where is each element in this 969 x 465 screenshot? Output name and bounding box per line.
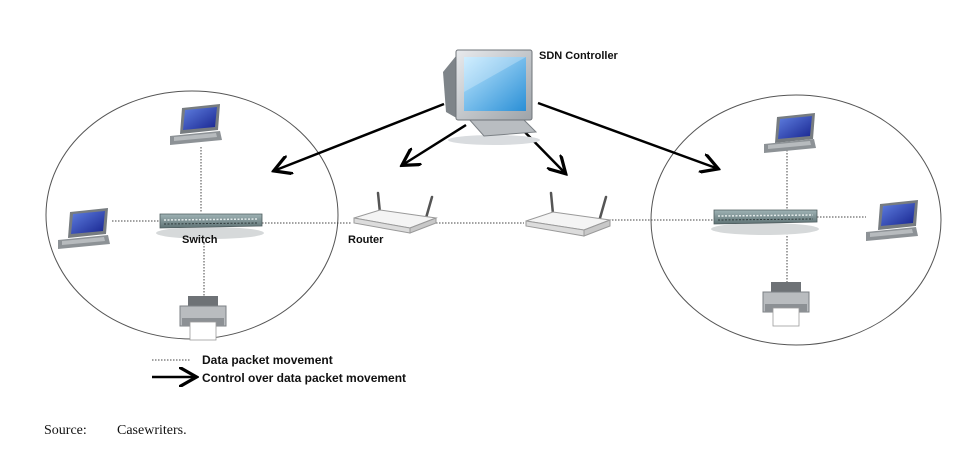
printer-icon-left — [179, 296, 227, 341]
sdn-controller-icon — [443, 49, 540, 145]
laptop-icon-left-top — [170, 104, 222, 145]
legend-control-label: Control over data packet movement — [202, 371, 406, 385]
data-links — [112, 147, 866, 296]
left-router-icon — [353, 191, 438, 234]
laptop-icon-right-side — [866, 200, 918, 241]
right-switch-icon — [711, 209, 819, 235]
router-label: Router — [348, 234, 384, 246]
sdn-controller-label: SDN Controller — [539, 50, 619, 62]
printer-icon-right — [762, 282, 810, 327]
source-label: Source: — [44, 423, 87, 438]
control-arrow-left-router — [404, 123, 467, 164]
left-switch-icon — [156, 213, 264, 239]
laptop-icon-left-side — [58, 208, 110, 249]
control-arrow-right-switch — [537, 101, 716, 168]
laptop-icon-right-top — [764, 113, 816, 153]
legend-data-packet-label: Data packet movement — [202, 353, 333, 367]
right-router-icon — [525, 191, 612, 237]
control-arrow-left-switch — [276, 102, 445, 170]
switch-label: Switch — [182, 234, 218, 246]
legend: Data packet movement Control over data p… — [152, 353, 406, 385]
source-value: Casewriters. — [117, 423, 187, 438]
